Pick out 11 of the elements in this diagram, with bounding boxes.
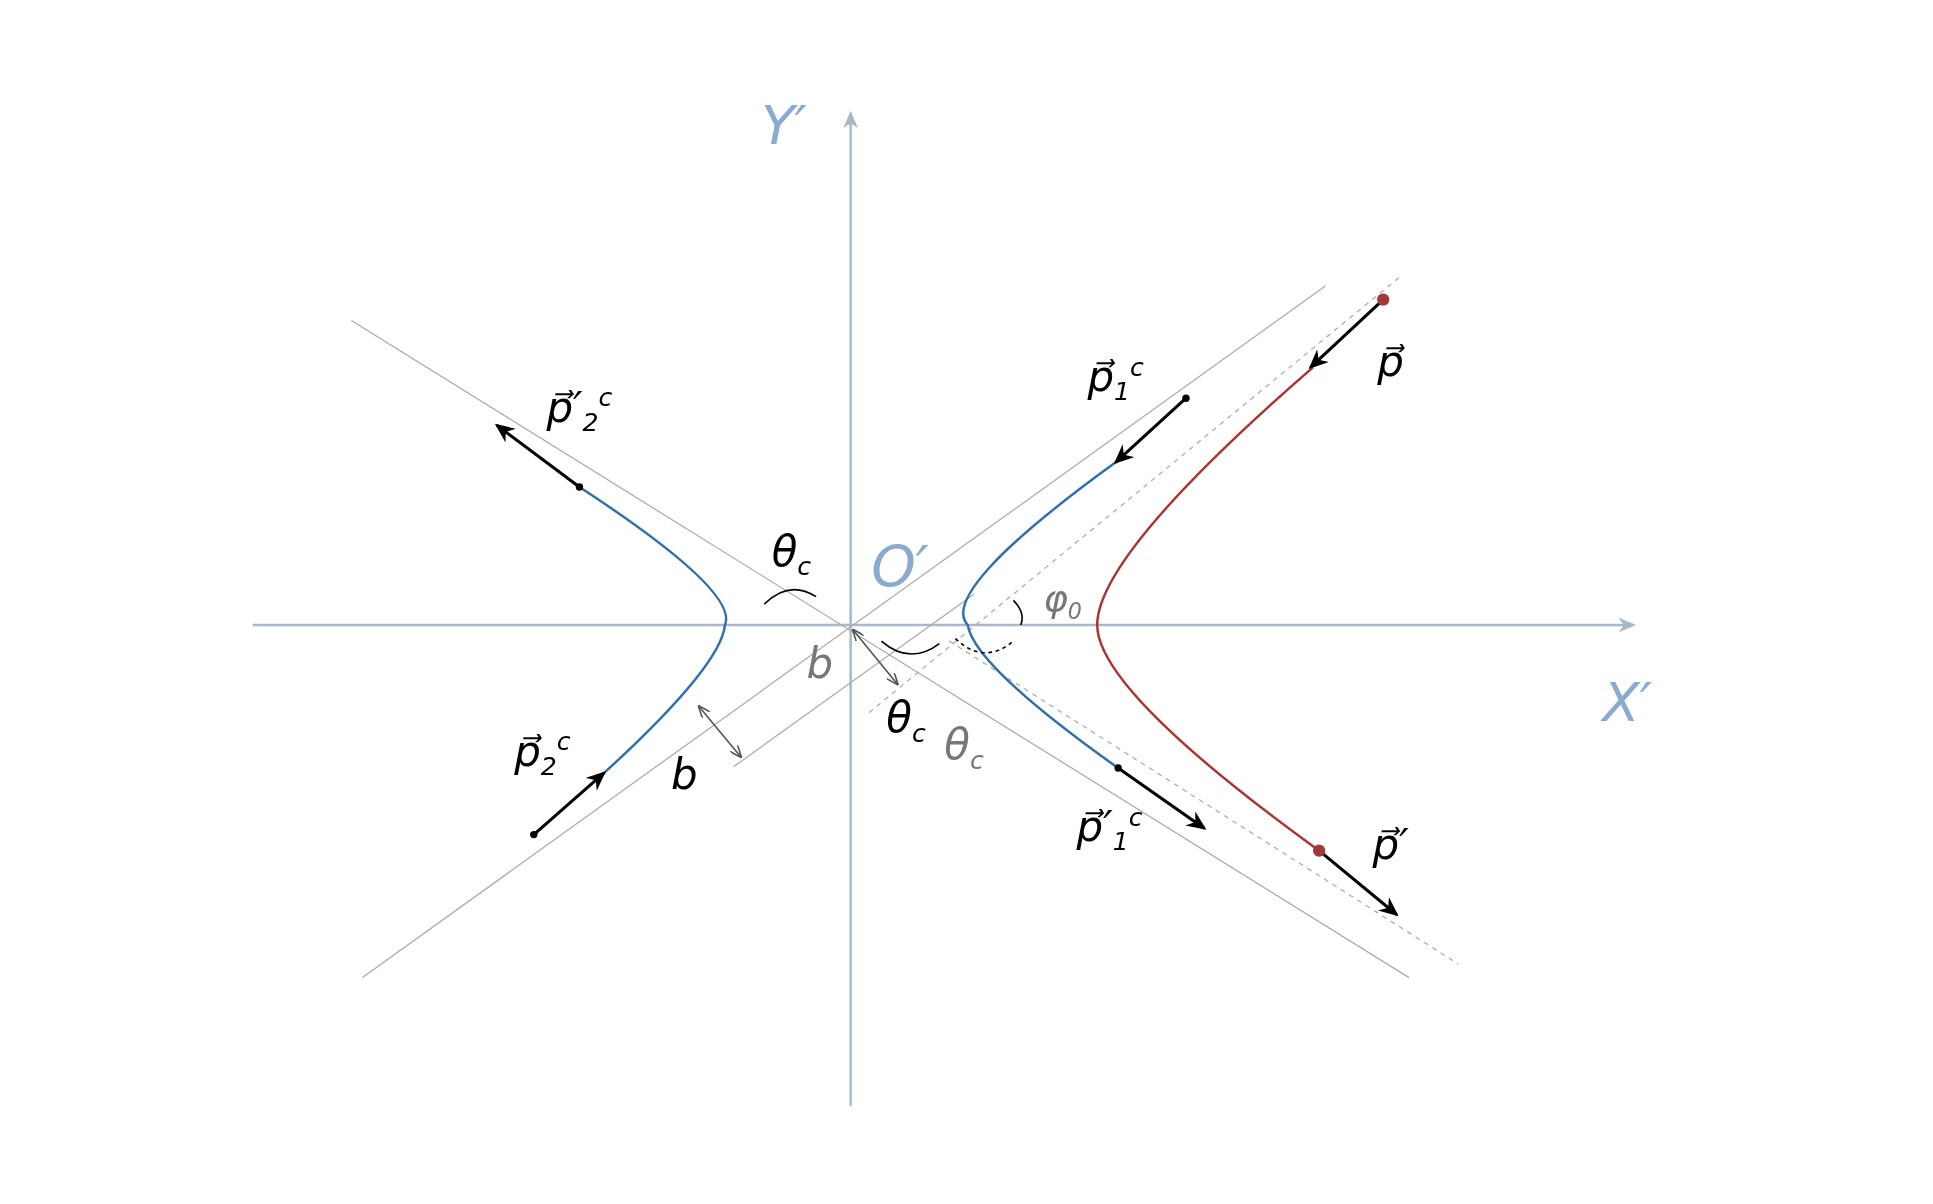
angle-label: θ$_{c}$ — [886, 696, 926, 746]
axis-label: X′ — [1602, 675, 1653, 730]
vector-label: p⃗′ — [1372, 823, 1409, 866]
vector-label: p⃗ — [1377, 340, 1404, 383]
angle-label: θ$_{c}$ — [944, 723, 984, 774]
length-label: b — [806, 642, 834, 685]
axis-label: Y′ — [761, 98, 807, 153]
angle-label: φ$_{0}$ — [1043, 580, 1082, 624]
angle-label: θ$_{c}$ — [771, 530, 812, 580]
origin-label: O′ — [871, 538, 929, 596]
length-label: b — [670, 753, 698, 796]
